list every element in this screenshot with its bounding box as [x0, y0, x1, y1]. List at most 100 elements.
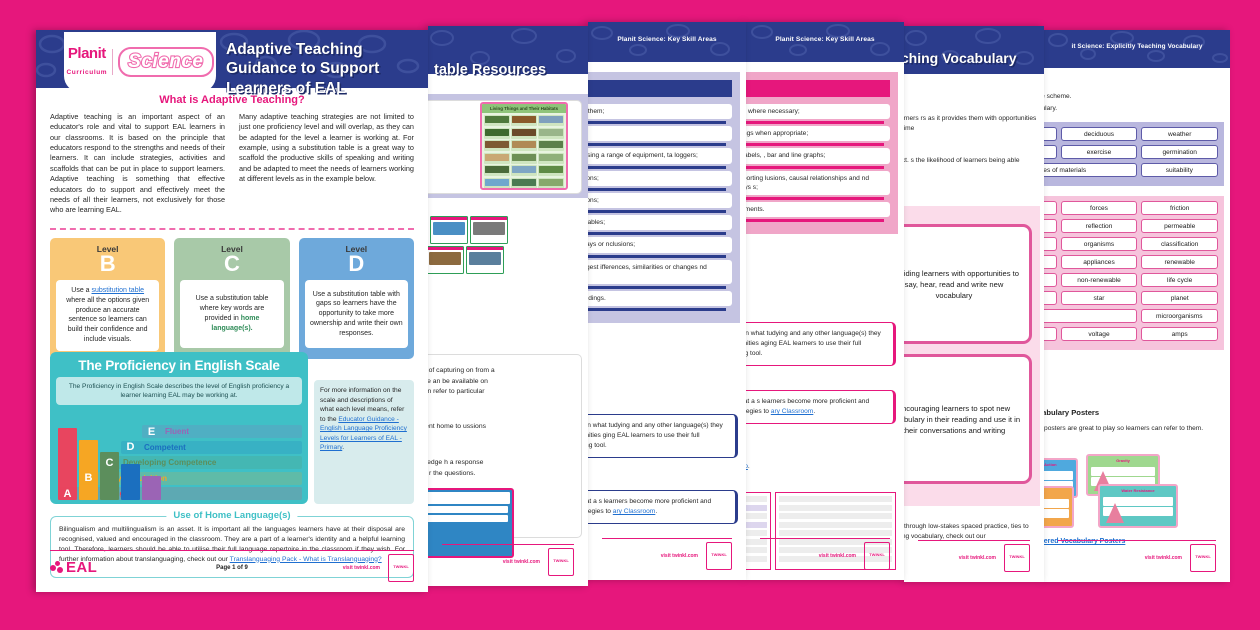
flask-icon: [1106, 503, 1124, 523]
vocab-cell: germination: [1141, 145, 1219, 159]
page-1-section-heading: What is Adaptive Teaching?: [159, 94, 305, 106]
level-card-b: Level B Use a substitution table where a…: [50, 238, 166, 359]
vocab-cell: planet: [1141, 291, 1219, 305]
page-3-skills-heading: r Skills:: [588, 80, 732, 97]
vocab-row: tionvoltageamps: [1044, 327, 1219, 341]
educator-guidance-link[interactable]: Educator Guidance - English Language Pro…: [320, 415, 407, 452]
level-letter: D: [348, 251, 365, 276]
page-2-card-strip[interactable]: [428, 216, 508, 244]
page-3-note-ambitious-goal: ve an ambitious goal or work at a s lear…: [588, 490, 738, 524]
proficiency-scale-heading: The Proficiency in English Scale: [78, 358, 280, 373]
page-1-adaptive-teaching-guidance[interactable]: Planit Curriculum Science Adaptive Teach…: [36, 30, 428, 592]
poster-water-resistance[interactable]: Water Resistance: [1098, 484, 1178, 528]
home-language-link[interactable]: home language(s).: [211, 315, 260, 332]
proficiency-scale-panel: The Proficiency in English Scale The Pro…: [50, 352, 308, 504]
bubble-pattern-icon: [430, 28, 576, 65]
translanguaging-pack-link[interactable]: Translanguaging Pack - What is Translang…: [229, 555, 382, 563]
page-4-key-skill-areas[interactable]: Planit Science: Key Skill Areas r Skills…: [746, 22, 904, 580]
unit-map-link[interactable]: it Map: [746, 463, 748, 470]
planit-logo-main: Planit: [67, 45, 106, 62]
page-1-intro-col-2: Many adaptive teaching strategies are no…: [239, 112, 414, 184]
page-5-teaching-vocabulary[interactable]: icitly Teaching Vocabulary d this is par…: [904, 26, 1044, 582]
page-2-body-2: rganisers could also be sent home to uss…: [428, 423, 487, 430]
page-4-footer: visit twinkl.com TWINKL: [760, 538, 890, 572]
vocab-bubble-2: encouraging learners to spot new vocabul…: [904, 354, 1032, 484]
dashed-divider: [50, 228, 414, 230]
page-6-vocabulary[interactable]: it Science: Explicitly Teaching Vocabula…: [1044, 30, 1230, 582]
vocab-row: ationforcesfriction: [1044, 201, 1219, 215]
page-4-skills-panel: r Skills: es to answer questions, bles w…: [746, 72, 898, 235]
scale-letter: A: [63, 487, 72, 500]
doc-thumbnail[interactable]: [775, 492, 896, 570]
primary-classroom-link[interactable]: ary Classroom: [612, 507, 656, 515]
vocab-table-pink: ationforcesfrictionuentreflectionpermeab…: [1044, 196, 1224, 350]
page-2-banner: [428, 26, 588, 74]
skill-item: equipment, with increasing ngs when appr…: [746, 126, 890, 147]
twinkl-quality-badge: TWINKL: [388, 553, 414, 582]
vocab-row: itystarplanet: [1044, 291, 1219, 305]
page-3-runhead: Planit Science: Key Skill Areas: [617, 36, 717, 43]
page-2-card-strip-2[interactable]: [428, 246, 504, 274]
twinkl-quality-badge: TWINKL: [864, 541, 890, 570]
page-4-note-translanguaging: learners to make links between what tudy…: [746, 322, 896, 366]
page-4-skills-heading: r Skills:: [746, 80, 890, 97]
skill-item: es to answer questions, bles where neces…: [746, 104, 890, 125]
page-2-printable-resources[interactable]: table Resources n al the te prior ater d…: [428, 26, 588, 586]
vocab-cell: non-renewable: [1060, 273, 1138, 287]
page-5-paragraph-1: d this is particularly useful for learne…: [904, 115, 1037, 133]
level-text-before: Use a: [71, 287, 92, 294]
page-6-banner: it Science: Explicitly Teaching Vocabula…: [1044, 30, 1230, 68]
vocab-bubble-1: providing learners with opportunities to…: [904, 224, 1032, 344]
page-5-footer: visit twinkl.com TWINKL: [918, 540, 1030, 574]
visit-twinkl-text: visit twinkl.com: [342, 564, 380, 571]
bubble-pattern-icon: [905, 28, 1034, 65]
planit-logo: Planit Curriculum: [67, 46, 108, 78]
note-text-before: ve an ambitious goal or work at a s lear…: [588, 498, 712, 515]
note-text-after: .: [813, 407, 816, 415]
skill-item: language, drawings, s, and tables;: [588, 215, 732, 236]
skill-item: dictions for new values, suggest ifferen…: [588, 259, 732, 290]
page-5-banner: [904, 26, 1044, 74]
visit-twinkl-text: visit twinkl.com: [1144, 554, 1182, 561]
level-letter: B: [99, 251, 116, 276]
page-4-note-ambitious-goal: ve an ambitious goal or work at a s lear…: [746, 390, 896, 424]
page-number: Page 1 of 9: [216, 564, 248, 571]
page-3-key-skill-areas[interactable]: Planit Science: Key Skill Areas r Skills…: [588, 22, 746, 580]
level-body: Use a substitution table with gaps so le…: [304, 280, 408, 348]
doc-thumbnail[interactable]: [746, 492, 771, 570]
visit-twinkl-text: visit twinkl.com: [660, 552, 698, 559]
plain-text-after: .: [747, 463, 750, 470]
vocab-cell: friction: [1141, 201, 1219, 215]
page-4-runhead: Planit Science: Key Skill Areas: [775, 36, 875, 43]
mini-poster-grid: [482, 113, 566, 188]
page-5-title: icitly Teaching Vocabulary: [904, 50, 1017, 66]
tiered-vocab-posters-link[interactable]: Forces: Year 5 Tiered Vocabulary Posters: [1044, 538, 1126, 545]
page-1-title: Adaptive Teaching Guidance to Support Le…: [226, 41, 380, 97]
vocab-cell: renewable: [1141, 255, 1219, 269]
vocab-cell: star: [1060, 291, 1138, 305]
vocab-cell: tion: [1044, 327, 1057, 341]
page-4-document-thumbnails[interactable]: [746, 492, 896, 570]
skill-item: arative and fair tests;: [588, 126, 732, 147]
level-card-d: Level D Use a substitution table with ga…: [298, 238, 414, 359]
skill-item: d written explanations, displays or nclu…: [588, 237, 732, 258]
mini-poster-habitats[interactable]: Living Things and Their Habitats: [480, 102, 568, 190]
vocab-cell: exercise: [1060, 145, 1138, 159]
primary-classroom-link[interactable]: ary Classroom: [770, 407, 814, 415]
vocab-cell: lar: [1044, 237, 1057, 251]
note-text-after: .: [655, 507, 658, 515]
scale-label: Fluent: [165, 427, 189, 436]
quiz-card-shark[interactable]: [428, 488, 514, 558]
level-body: Use a substitution table where all the o…: [56, 280, 160, 351]
vocab-table-purple: reendeciduousweathertionexercisegerminat…: [1044, 122, 1224, 186]
vocab-cell: amps: [1141, 327, 1219, 341]
home-language-text: Bilingualism and multilingualism is an a…: [59, 526, 405, 563]
vocab-cell: [1044, 273, 1057, 287]
twinkl-quality-badge: TWINKL: [1004, 543, 1030, 572]
visit-twinkl-text: visit twinkl.com: [502, 558, 540, 565]
substitution-table-link[interactable]: substitution table: [91, 287, 145, 294]
visit-twinkl-text: visit twinkl.com: [958, 554, 996, 561]
page-6-footer: visit twinkl.com TWINKL: [1058, 540, 1216, 574]
science-logo: Science: [118, 47, 214, 77]
poster-friction[interactable]: Friction: [1044, 486, 1074, 528]
